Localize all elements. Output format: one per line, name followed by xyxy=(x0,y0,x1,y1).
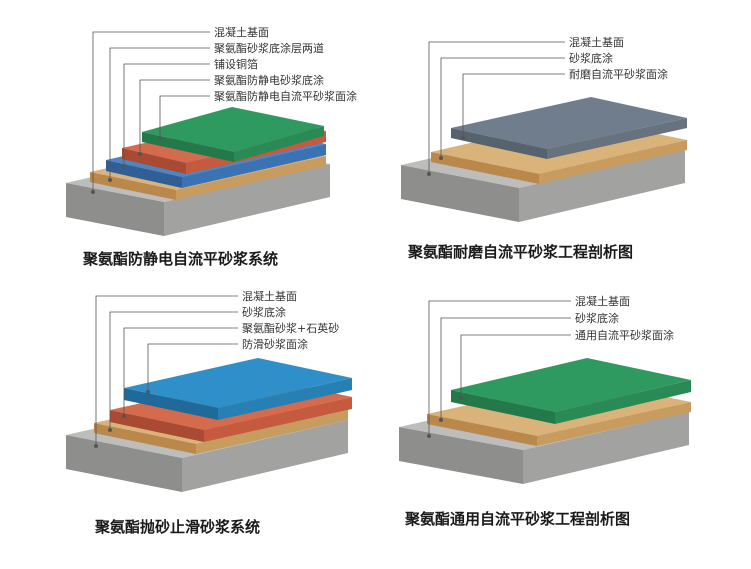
label-2: 砂浆底涂 xyxy=(242,305,286,319)
label-1: 混凝土基面 xyxy=(242,289,297,303)
label-5: 聚氨酯防静电自流平砂浆面涂 xyxy=(214,89,357,103)
wear-topcoat-layer xyxy=(451,97,687,149)
concrete-right-face xyxy=(164,164,330,236)
general-topcoat-layer xyxy=(451,358,691,412)
concrete-left-face xyxy=(399,427,523,484)
concrete-left-face xyxy=(66,435,182,492)
panel-caption: 聚氨酯耐磨自流平砂浆工程剖析图 xyxy=(407,243,633,261)
panel-anti-slip: 混凝土基面 砂浆底涂 聚氨酯砂浆+石英砂 防滑砂浆面涂 聚氨酯抛砂止滑砂浆系统 xyxy=(0,280,375,565)
leader-lines xyxy=(428,41,565,174)
leader-lines xyxy=(428,300,571,436)
panel-general: 混凝土基面 砂浆底涂 通用自流平砂浆面涂 聚氨酯通用自流平砂浆工程剖析图 xyxy=(375,280,751,565)
concrete-right-face xyxy=(519,150,685,222)
label-4: 防滑砂浆面涂 xyxy=(242,337,308,351)
anti-slip-floor-diagram: 混凝土基面 砂浆底涂 聚氨酯砂浆+石英砂 防滑砂浆面涂 聚氨酯抛砂止滑砂浆系统 xyxy=(66,289,352,536)
panel-caption: 聚氨酯防静电自流平砂浆系统 xyxy=(82,250,278,268)
panel-antistatic: 混凝土基面 聚氨酯砂浆底涂层两道 铺设铜箔 聚氨酯防静电砂浆底涂 聚氨酯防静电自… xyxy=(0,0,375,280)
leader-lines xyxy=(92,31,210,192)
panel-caption: 聚氨酯通用自流平砂浆工程剖析图 xyxy=(404,510,630,528)
anti-slip-topcoat-layer xyxy=(124,358,352,408)
antistatic-floor-diagram: 混凝土基面 聚氨酯砂浆底涂层两道 铺设铜箔 聚氨酯防静电砂浆底涂 聚氨酯防静电自… xyxy=(66,25,357,268)
wear-resistant-floor-diagram: 混凝土基面 砂浆底涂 耐磨自流平砂浆面涂 聚氨酯耐磨自流平砂浆工程剖析图 xyxy=(401,35,687,261)
concrete-right-face xyxy=(523,412,689,484)
label-1: 混凝土基面 xyxy=(214,25,269,39)
leader-lines xyxy=(95,295,238,446)
label-3: 铺设铜箔 xyxy=(214,57,258,71)
label-2: 砂浆底涂 xyxy=(575,311,619,325)
label-1: 混凝土基面 xyxy=(575,294,630,308)
label-1: 混凝土基面 xyxy=(569,35,624,49)
label-3: 通用自流平砂浆面涂 xyxy=(575,328,674,342)
concrete-right-face xyxy=(182,420,348,492)
label-3: 耐磨自流平砂浆面涂 xyxy=(569,67,668,81)
panel-caption: 聚氨酯抛砂止滑砂浆系统 xyxy=(94,518,260,536)
label-2: 聚氨酯砂浆底涂层两道 xyxy=(214,41,324,55)
concrete-left-face xyxy=(401,165,519,222)
concrete-left-face xyxy=(66,183,164,236)
label-2: 砂浆底涂 xyxy=(569,51,613,65)
antistatic-topcoat-layer xyxy=(142,107,324,152)
general-floor-diagram: 混凝土基面 砂浆底涂 通用自流平砂浆面涂 聚氨酯通用自流平砂浆工程剖析图 xyxy=(399,294,691,528)
label-3: 聚氨酯砂浆+石英砂 xyxy=(242,321,339,335)
panel-wear-resistant: 混凝土基面 砂浆底涂 耐磨自流平砂浆面涂 聚氨酯耐磨自流平砂浆工程剖析图 xyxy=(375,0,751,280)
label-4: 聚氨酯防静电砂浆底涂 xyxy=(214,73,324,87)
